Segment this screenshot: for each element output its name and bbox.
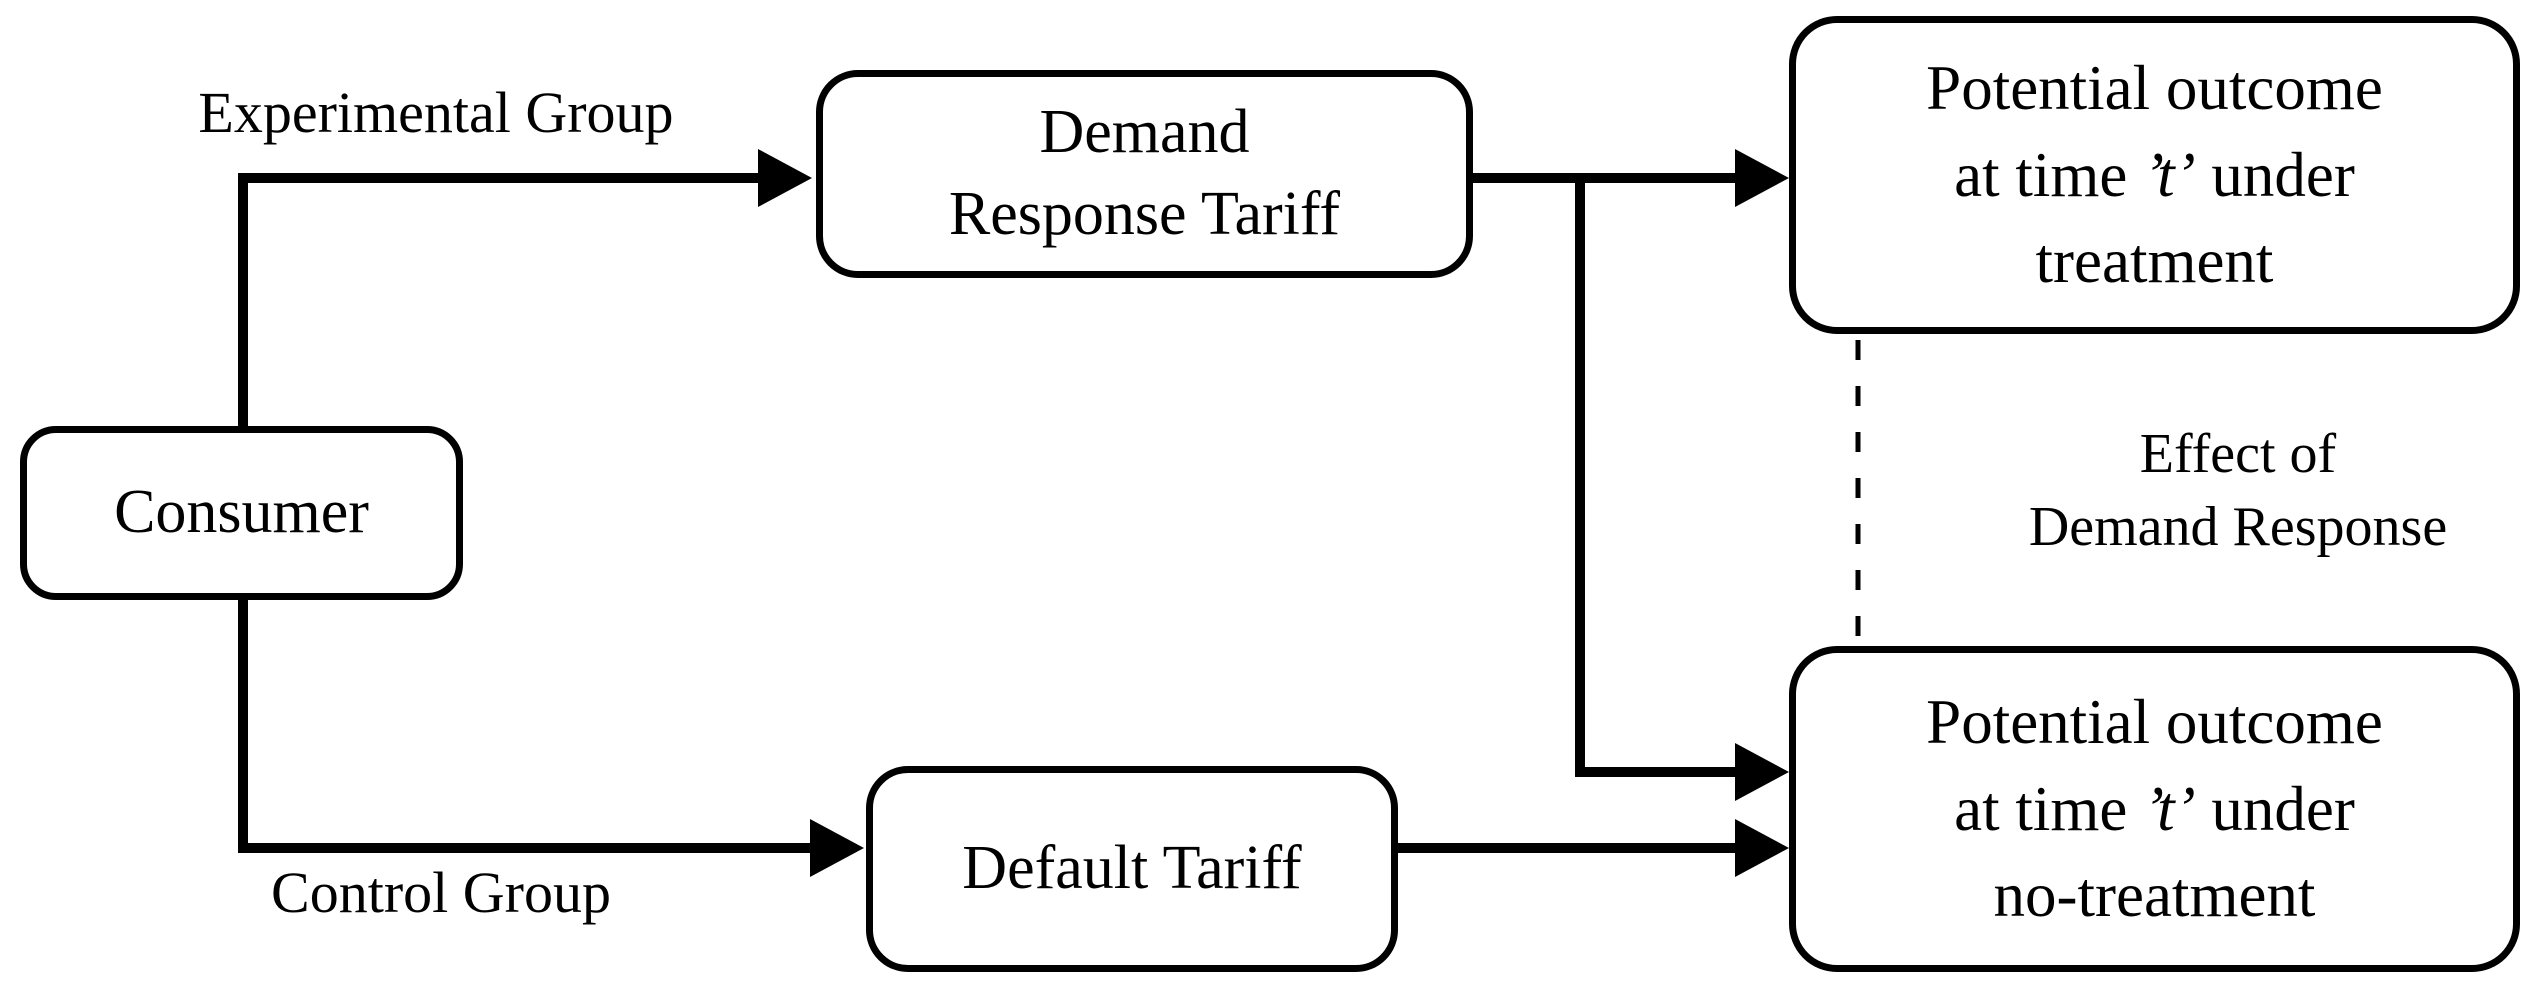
no-treatment-line2-prefix: at time: [1954, 773, 2144, 844]
consumer-node-label: Consumer: [114, 478, 369, 547]
default-to-no-treatment-arrowhead-icon: [1735, 819, 1789, 877]
no-treatment-line2-t: ’t’: [2143, 773, 2196, 844]
experimental-group-arrowhead-icon: [758, 149, 812, 207]
demand-response-tariff-line1: Demand: [1039, 98, 1250, 167]
potential-outcome-treatment-node: Potential outcome at time ’t’ under trea…: [1789, 16, 2520, 334]
treatment-line3: treatment: [2035, 226, 2274, 297]
no-treatment-line3: no-treatment: [1993, 860, 2316, 931]
effect-of-demand-response-label: Effect of Demand Response: [1948, 418, 2528, 564]
dr-to-no-treatment-connector-line: [1575, 174, 1737, 777]
potential-outcome-treatment-label: Potential outcome at time ’t’ under trea…: [1926, 45, 2383, 306]
control-group-connector-line: [238, 596, 812, 853]
no-treatment-line2-suffix: under: [2195, 773, 2355, 844]
default-tariff-label: Default Tariff: [962, 834, 1302, 903]
treatment-line1: Potential outcome: [1926, 52, 2383, 123]
potential-outcome-no-treatment-node: Potential outcome at time ’t’ under no-t…: [1789, 646, 2520, 972]
treatment-line2-t: ’t’: [2143, 139, 2196, 210]
control-group-label: Control Group: [271, 860, 611, 925]
treatment-line2-prefix: at time: [1954, 139, 2144, 210]
demand-response-tariff-node: Demand Response Tariff: [816, 70, 1473, 278]
experimental-group-connector-line: [238, 173, 760, 430]
no-treatment-line1: Potential outcome: [1926, 686, 2383, 757]
consumer-node: Consumer: [20, 426, 463, 600]
default-tariff-node: Default Tariff: [866, 766, 1398, 972]
potential-outcome-no-treatment-label: Potential outcome at time ’t’ under no-t…: [1926, 679, 2383, 940]
demand-response-tariff-label: Demand Response Tariff: [949, 92, 1340, 256]
effect-label-line1: Effect of: [2139, 423, 2337, 485]
treatment-line2-suffix: under: [2195, 139, 2355, 210]
effect-label-line2: Demand Response: [2028, 495, 2448, 558]
control-group-arrowhead-icon: [810, 819, 864, 877]
dr-to-no-treatment-arrowhead-icon: [1735, 743, 1789, 801]
experimental-group-label: Experimental Group: [198, 80, 674, 145]
dr-to-treatment-arrowhead-icon: [1735, 149, 1789, 207]
demand-response-tariff-line2: Response Tariff: [948, 180, 1341, 248]
